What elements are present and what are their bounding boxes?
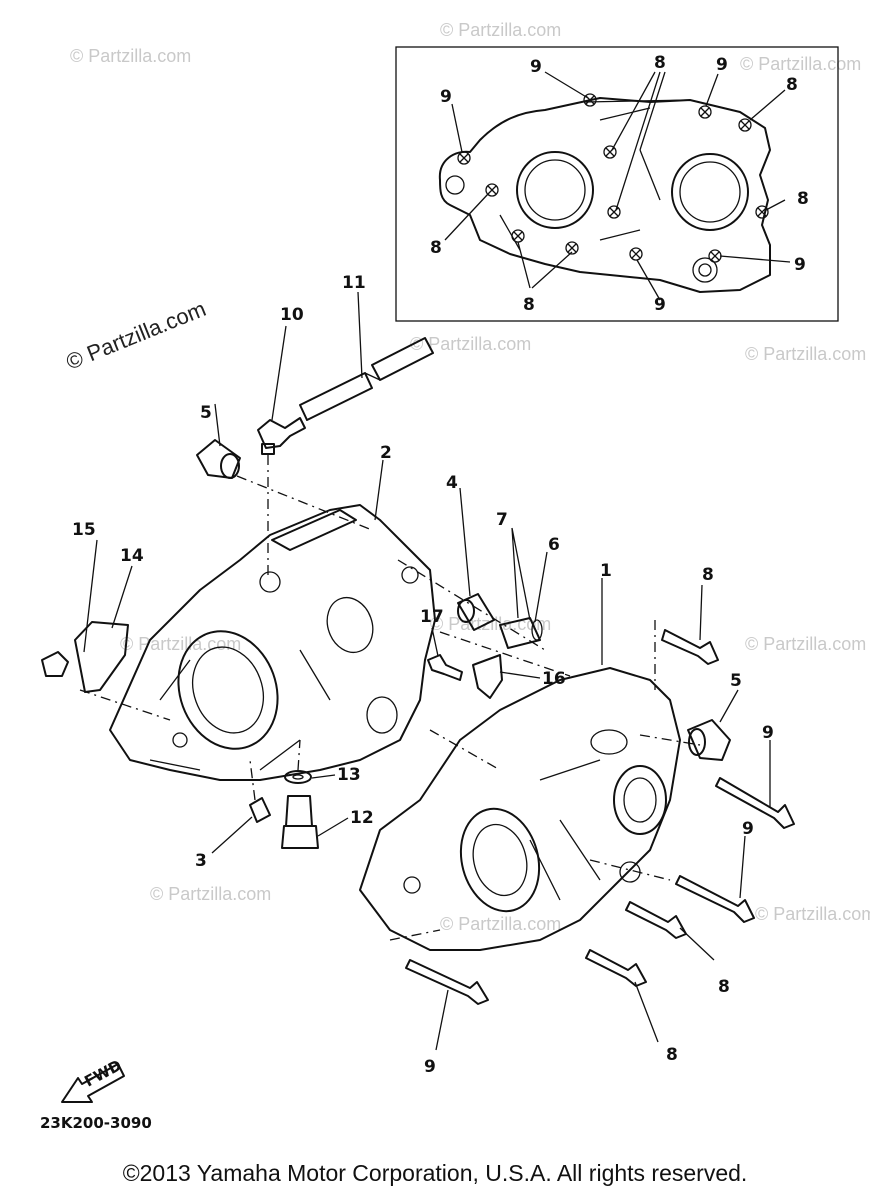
callout-9: 9 <box>654 295 666 315</box>
watermark: © Partzilla.com <box>440 20 561 40</box>
callout-8: 8 <box>797 189 809 209</box>
callout-8: 8 <box>430 238 442 258</box>
callout-9: 9 <box>424 1057 436 1077</box>
bolts <box>405 629 795 1005</box>
watermark-layer: © Partzilla.com © Partzilla.com © Partzi… <box>63 20 870 934</box>
inset-case-outline <box>438 97 771 293</box>
callout-9: 9 <box>440 87 452 107</box>
bolt-9-upper <box>715 777 795 829</box>
bolt-8-upper <box>661 629 719 665</box>
callout-9: 9 <box>742 819 754 839</box>
callout-6: 6 <box>548 535 560 555</box>
leader-lines <box>83 291 771 1051</box>
callout-8: 8 <box>654 53 666 73</box>
watermark: © Partzilla.com <box>120 634 241 654</box>
main-callouts: 10 11 5 2 4 7 6 1 8 5 9 9 8 8 9 12 13 3 … <box>72 273 774 1077</box>
callout-9: 9 <box>794 255 806 275</box>
part-5-bushing-right <box>687 719 731 761</box>
callout-9: 9 <box>762 723 774 743</box>
watermark: © Partzilla.com <box>755 904 870 924</box>
inset-bore-right <box>671 153 749 231</box>
callout-2: 2 <box>380 443 392 463</box>
part-2-mating-face <box>271 509 357 551</box>
callout-1: 1 <box>600 561 612 581</box>
watermark: © Partzilla.com <box>150 884 271 904</box>
callout-3: 3 <box>195 851 207 871</box>
part-13-washer <box>284 770 312 784</box>
part-12-drain-bolt <box>281 795 319 849</box>
callout-11: 11 <box>342 273 366 293</box>
watermark-large: © Partzilla.com <box>63 296 210 375</box>
callout-13: 13 <box>337 765 361 785</box>
callout-9: 9 <box>530 57 542 77</box>
part-2-left-crankcase <box>109 504 436 781</box>
inset-seal <box>692 257 718 283</box>
watermark: © Partzilla.com <box>745 344 866 364</box>
bolt-8-lower <box>585 949 647 987</box>
bolt-9-mid <box>675 875 755 923</box>
callout-8: 8 <box>718 977 730 997</box>
callout-17: 17 <box>420 607 444 627</box>
callout-9: 9 <box>716 55 728 75</box>
callout-5: 5 <box>730 671 742 691</box>
fwd-arrow-icon: FWD <box>61 1056 125 1103</box>
part-15-plug <box>41 651 69 677</box>
diagram-code: 23K200-3090 <box>40 1114 152 1132</box>
inset-bolt-marks <box>457 93 769 263</box>
watermark: © Partzilla.com <box>440 914 561 934</box>
callout-12: 12 <box>350 808 374 828</box>
watermark: © Partzilla.com <box>740 54 861 74</box>
part-1-boss <box>590 729 628 755</box>
callout-5: 5 <box>200 403 212 423</box>
inset-frame <box>395 46 839 322</box>
watermark: © Partzilla.com <box>745 634 866 654</box>
watermark: © Partzilla.com <box>410 334 531 354</box>
callout-16: 16 <box>542 669 566 689</box>
part-5-bushing-left <box>196 439 241 479</box>
callout-8: 8 <box>702 565 714 585</box>
part-6-7-pins <box>499 617 543 649</box>
callout-7: 7 <box>496 510 508 530</box>
callout-10: 10 <box>280 305 304 325</box>
part-3-dowel <box>249 797 271 823</box>
part-16-clip <box>472 654 503 699</box>
part-10-fitting <box>257 417 306 455</box>
callout-8: 8 <box>666 1045 678 1065</box>
callout-8: 8 <box>786 75 798 95</box>
inset-bore-left <box>516 151 594 229</box>
callout-14: 14 <box>120 546 144 566</box>
part-2-bearing-bore <box>177 630 279 750</box>
alignment-lines <box>79 455 701 941</box>
part-4-sleeve <box>457 593 495 631</box>
callout-4: 4 <box>446 473 458 493</box>
copyright-notice: ©2013 Yamaha Motor Corporation, U.S.A. A… <box>122 1160 748 1186</box>
callout-8: 8 <box>523 295 535 315</box>
part-17-bolt <box>427 654 463 681</box>
part-14-bracket <box>74 621 129 693</box>
watermark: © Partzilla.com <box>70 46 191 66</box>
bolt-8-mid <box>625 901 687 939</box>
callout-15: 15 <box>72 520 96 540</box>
part-1-right-crankcase <box>359 667 681 951</box>
bolt-9-lower <box>405 959 489 1005</box>
inset-rear-view: 9 8 9 8 9 8 8 8 9 9 <box>395 46 839 322</box>
fwd-label: FWD <box>81 1056 124 1090</box>
part-11-hose <box>299 337 434 421</box>
part-1-crank-bore <box>459 807 541 913</box>
